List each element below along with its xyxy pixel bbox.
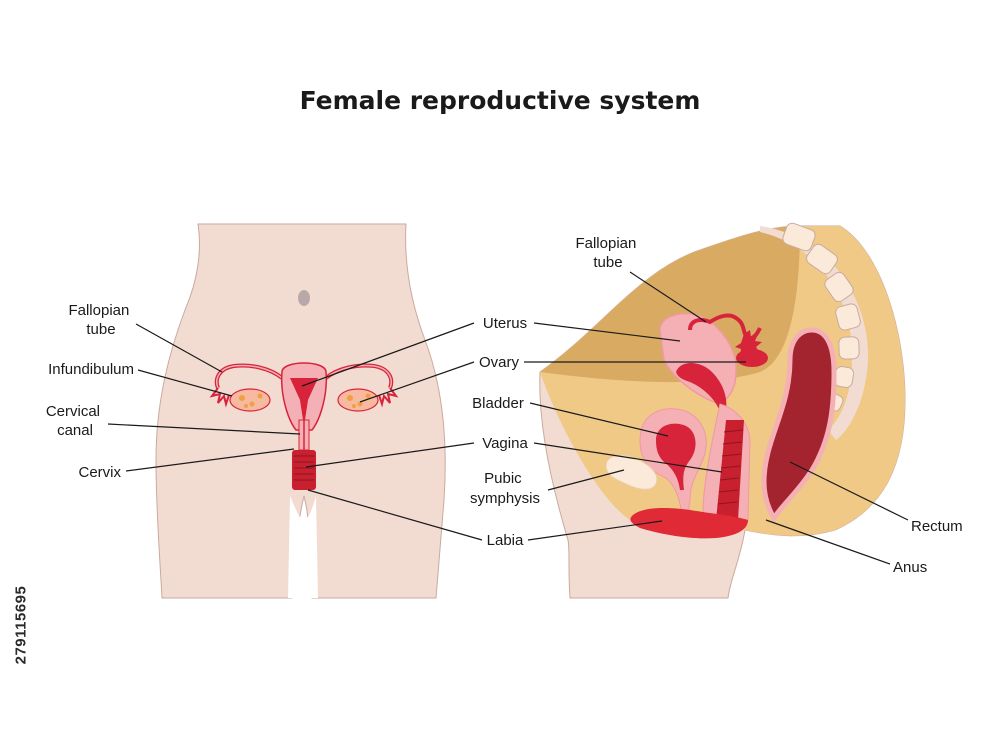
side-rectum [761, 327, 837, 523]
lead-front-fallopian [135, 323, 223, 373]
leader-lines [107, 271, 909, 565]
front-infundibulum-right [378, 387, 399, 408]
lead-cervical-canal [107, 423, 301, 435]
front-ovary-left [229, 388, 271, 412]
thigh-gap [288, 496, 318, 598]
label-ovary: Ovary [479, 354, 520, 371]
lead-vagina-front [305, 442, 475, 468]
front-view [155, 223, 446, 599]
label-front-fallopian-tube: Fallopian tube [68, 302, 133, 338]
lead-uterus-front [301, 322, 475, 387]
label-infundibulum: Infundibulum [48, 361, 134, 378]
front-infundibulum-left [209, 387, 230, 408]
abdominal-cavity [540, 226, 800, 383]
label-cervix: Cervix [78, 464, 121, 481]
side-view [539, 222, 906, 599]
lead-uterus-side [533, 322, 681, 342]
front-ovary-right [337, 388, 379, 412]
label-vagina: Vagina [482, 435, 528, 452]
front-fallopian-tube-left-inner [216, 364, 283, 389]
label-pubic-symphysis: Pubic symphysis [470, 470, 540, 507]
label-uterus: Uterus [483, 315, 527, 332]
lead-ovary-front [359, 361, 475, 403]
front-ovary-follicles [239, 393, 371, 408]
side-vagina [716, 420, 744, 520]
lead-labia-side [527, 520, 663, 541]
lead-anus [765, 519, 891, 565]
label-bladder: Bladder [472, 395, 524, 412]
sacrum [760, 222, 869, 440]
lead-rectum [789, 461, 909, 521]
lead-side-fallopian [629, 271, 707, 323]
front-vagina-rugae [294, 455, 314, 481]
lead-cervix [125, 448, 295, 472]
side-uterine-cavity [676, 363, 727, 412]
lead-infundibulum [137, 369, 233, 397]
label-anus: Anus [893, 559, 927, 576]
label-cervical-canal: Cervical canal [46, 403, 104, 439]
lead-vagina-side [533, 442, 723, 473]
stock-id-watermark: 279115695 [6, 520, 36, 730]
side-bladder-lumen [656, 423, 696, 490]
side-labia [630, 508, 748, 539]
labels: Fallopian tube Infundibulum Cervical can… [46, 235, 963, 576]
label-rectum: Rectum [911, 518, 963, 535]
label-labia: Labia [487, 532, 524, 549]
side-pubic-symphysis [605, 454, 658, 490]
front-uterine-cavity [290, 378, 318, 420]
diagram-title: Female reproductive system [299, 86, 701, 115]
stock-id-text: 279115695 [12, 585, 30, 665]
side-ovary [736, 349, 768, 367]
lead-pubic-symphysis [547, 469, 625, 491]
front-fallopian-tube-right-inner [325, 364, 392, 389]
lead-bladder [529, 402, 669, 437]
side-vagina-rugae [717, 429, 744, 505]
navel [298, 290, 310, 306]
lead-labia-front [307, 489, 483, 541]
label-side-fallopian-tube: Fallopian tube [575, 235, 640, 271]
